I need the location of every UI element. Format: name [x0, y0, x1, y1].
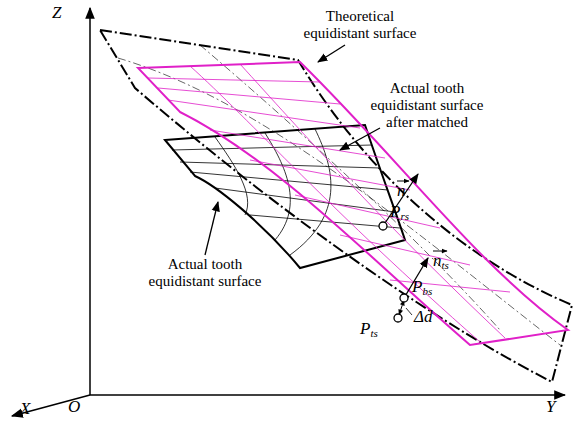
- symbol-label: X: [20, 400, 30, 417]
- surface-label: Actual tooth equidistant surface after m…: [362, 80, 492, 131]
- symbol-label: Pbs: [412, 278, 432, 300]
- symbol-label: Z: [52, 4, 61, 21]
- symbol-label: Δd: [414, 308, 432, 325]
- symbol-label: Prs: [390, 203, 409, 225]
- surface-label: Actual tooth equidistant surface: [140, 256, 270, 290]
- symbol-label: Pts: [360, 320, 378, 342]
- symbol-label: n: [397, 182, 406, 199]
- surface-label: Theoretical equidistant surface: [295, 8, 425, 42]
- symbol-label: Y: [546, 398, 555, 415]
- symbol-label: nts: [433, 252, 449, 274]
- symbol-label: O: [68, 398, 80, 415]
